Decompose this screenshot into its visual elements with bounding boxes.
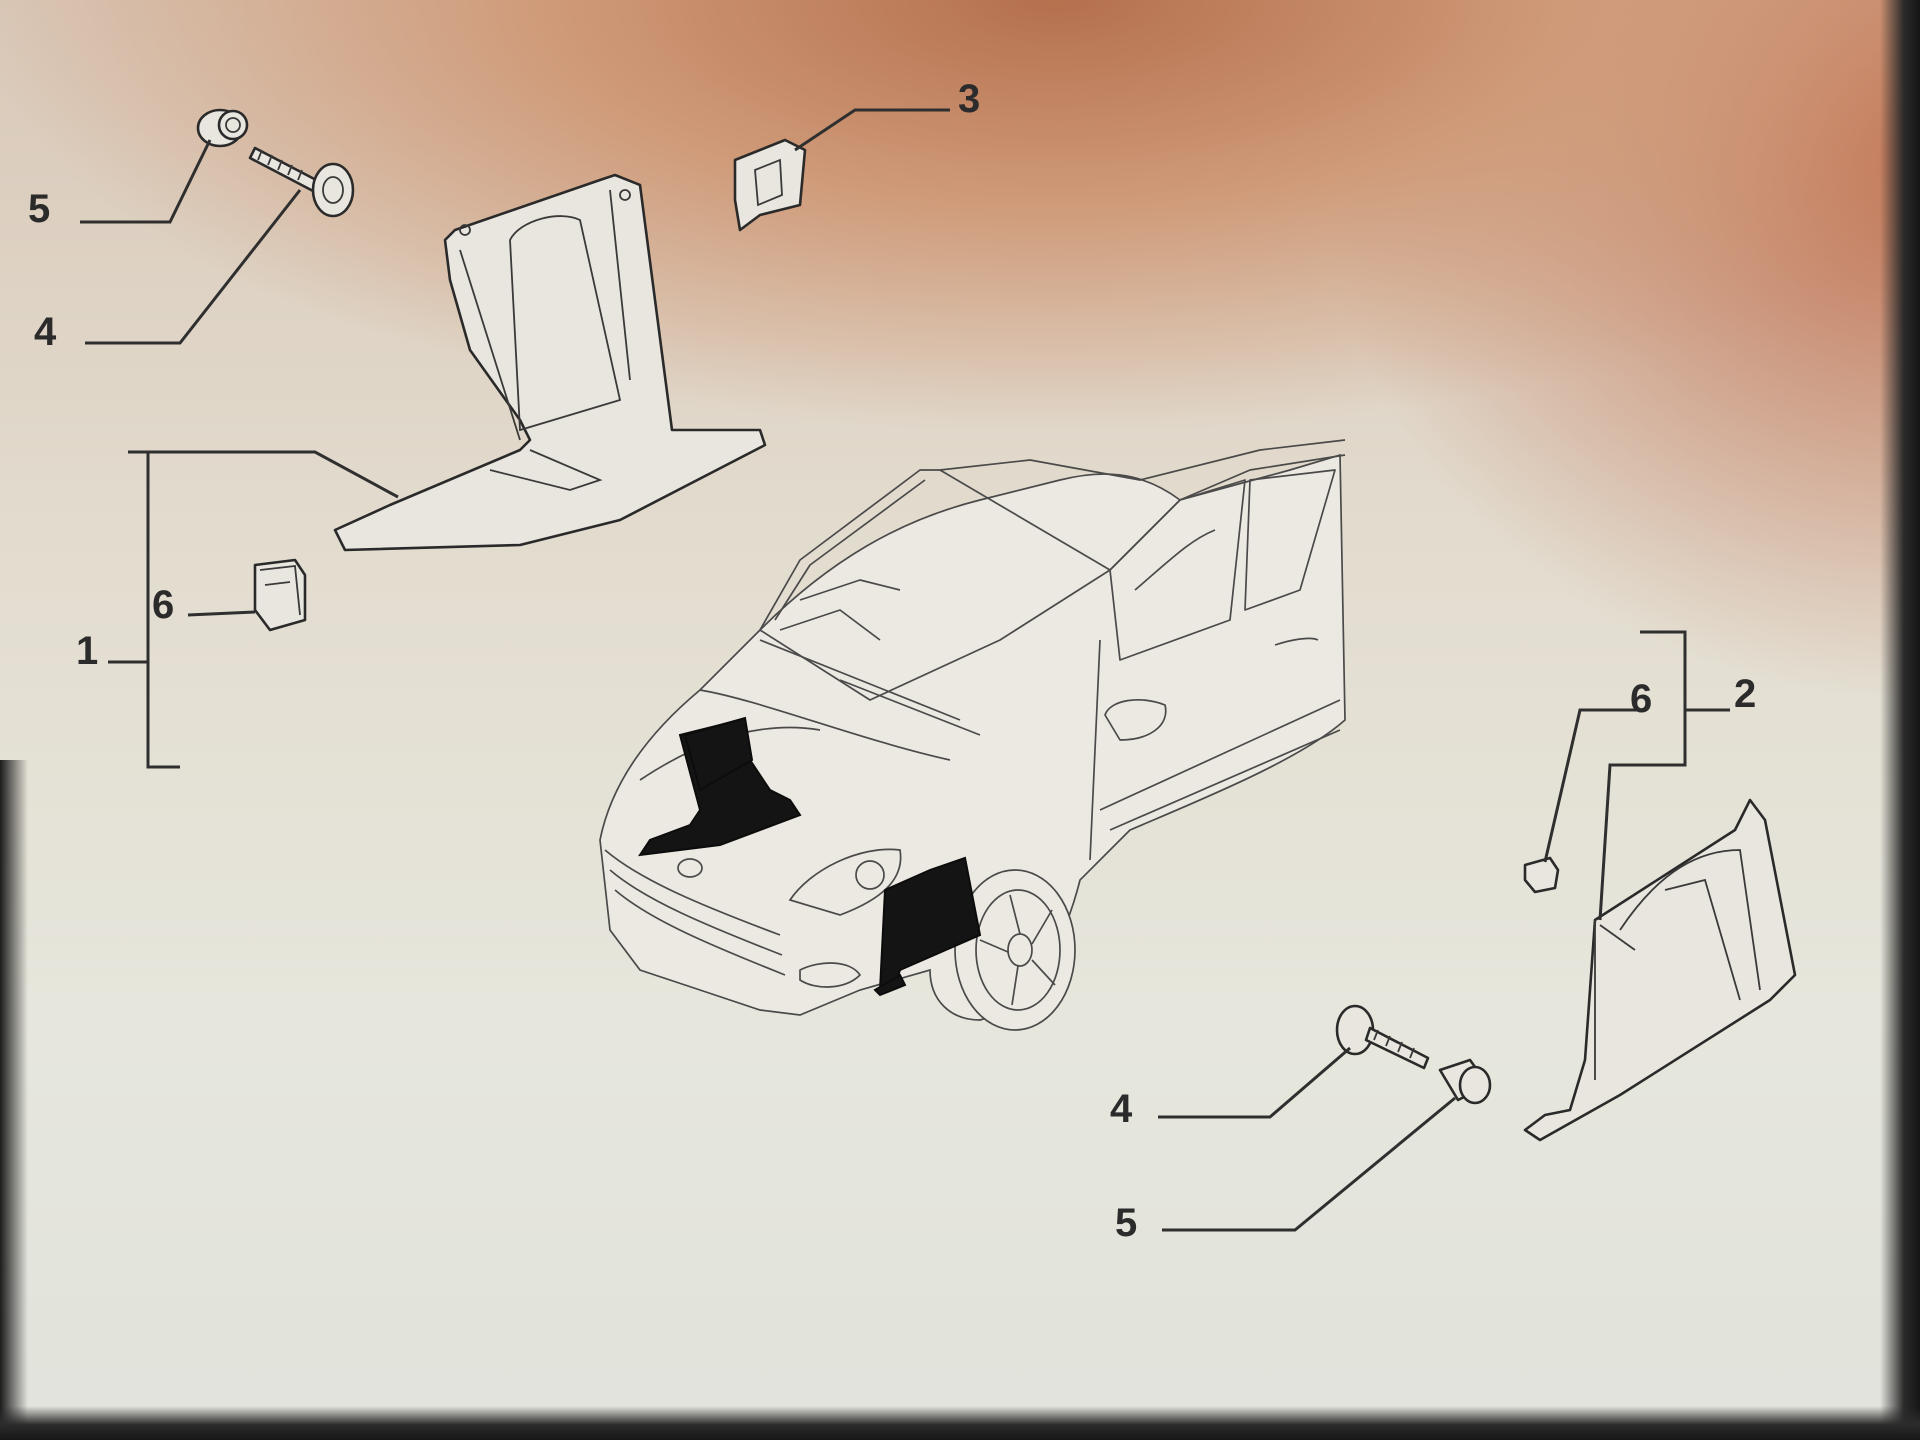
nut-part — [1438, 1058, 1492, 1105]
callout-2: 2 — [1734, 672, 1756, 716]
screw-part — [1335, 1004, 1430, 1070]
callout-3: 3 — [958, 77, 980, 121]
clip-part — [1523, 856, 1560, 894]
clip-part — [733, 138, 807, 232]
clip-part — [253, 558, 307, 632]
callout-5-top-left: 5 — [28, 187, 50, 231]
callout-4-right: 4 — [1110, 1087, 1133, 1131]
monitor-bezel-left — [0, 760, 28, 1440]
callout-4-top-left: 4 — [34, 310, 57, 354]
screw-part — [248, 146, 355, 218]
callout-6-right: 6 — [1630, 677, 1652, 721]
leader-lines — [80, 108, 1730, 1232]
car-illustration — [599, 439, 1346, 1031]
monitor-bezel-bottom — [0, 1406, 1920, 1440]
callout-5-right: 5 — [1115, 1201, 1137, 1245]
nut-part — [196, 108, 249, 148]
monitor-bezel-right — [1880, 0, 1920, 1440]
callout-6-left: 6 — [152, 583, 174, 627]
callout-1: 1 — [76, 629, 98, 673]
under-engine-shield-part — [333, 173, 767, 552]
wheel-arch-liner-part — [1523, 798, 1797, 1142]
